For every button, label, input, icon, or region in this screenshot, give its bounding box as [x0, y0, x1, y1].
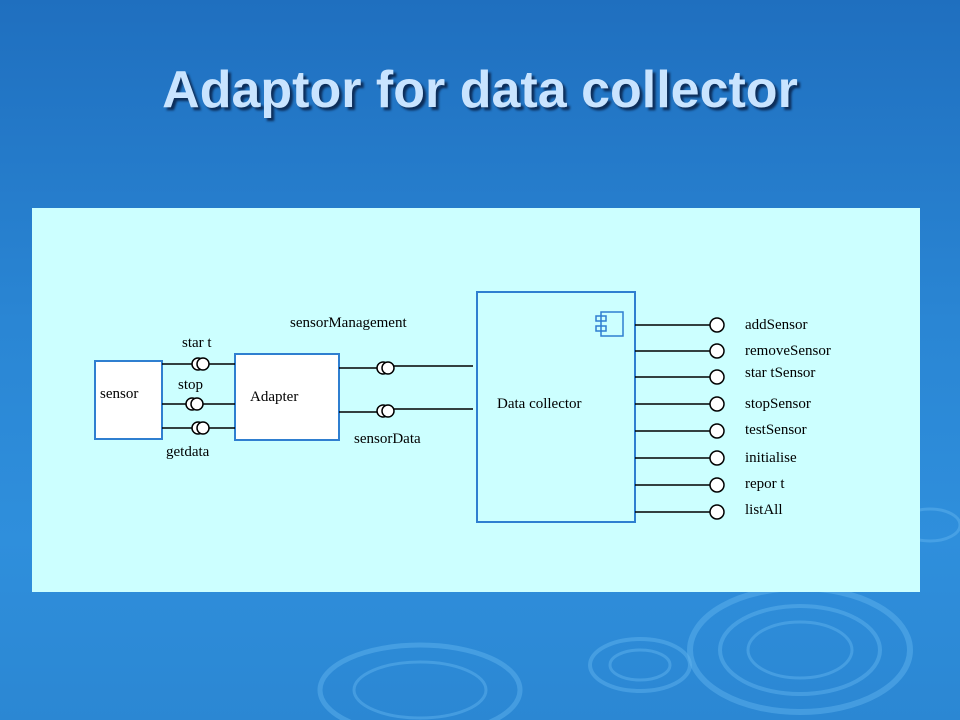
interface-test-sensor-label: testSensor — [745, 422, 807, 438]
port-getdata-label: getdata — [166, 444, 210, 460]
collector-interface-lollipops — [635, 317, 725, 520]
interface-add-sensor-label: addSensor — [745, 317, 808, 333]
component-diagram — [94, 291, 725, 523]
data-collector-box — [476, 291, 636, 523]
component-icon — [595, 311, 624, 337]
interface-list-all-label: listAll — [745, 502, 783, 518]
interface-stop-sensor-label: stopSensor — [745, 396, 811, 412]
sensor-adapter-connectors — [162, 357, 235, 435]
interface-initialise-label: initialise — [745, 450, 797, 466]
adapter-label: Adapter — [250, 389, 299, 405]
interface-remove-sensor-label: removeSensor — [745, 343, 831, 359]
adapter-collector-connectors — [339, 361, 473, 418]
port-stop-label: stop — [178, 377, 204, 393]
sensor-data-label: sensorData — [354, 431, 421, 447]
adapter-box — [234, 353, 340, 441]
sensor-label: sensor — [100, 386, 139, 402]
sensor-box — [94, 360, 163, 440]
slide-title: Adaptor for data collector — [162, 61, 798, 119]
interface-start-sensor-label: star tSensor — [745, 365, 816, 381]
data-collector-label: Data collector — [497, 396, 582, 412]
port-start-label: star t — [182, 335, 212, 351]
interface-report-label: repor t — [745, 476, 785, 492]
sensor-management-label: sensorManagement — [290, 315, 407, 331]
diagram-panel: sensor Adapter Data collector star t sto… — [32, 208, 920, 592]
